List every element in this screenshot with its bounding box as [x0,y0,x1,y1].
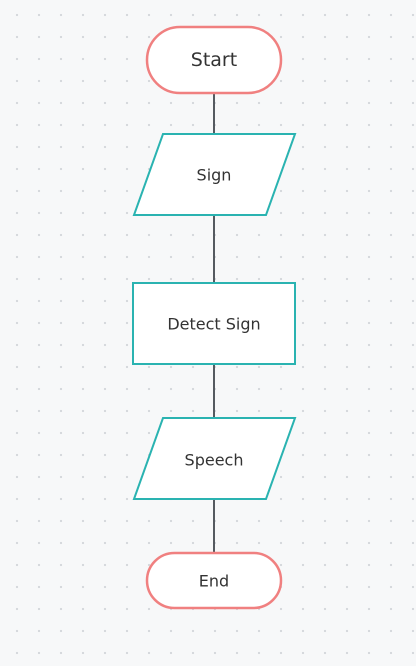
speech-io-shape [132,417,297,500]
end-node[interactable]: End [145,551,283,610]
sign-node[interactable]: Sign [132,133,297,216]
sign-label: Sign [197,166,232,185]
end-label: End [199,572,229,591]
detect-sign-label: Detect Sign [167,315,260,334]
start-terminal-shape [145,25,283,95]
start-node[interactable]: Start [145,25,283,95]
start-label: Start [191,49,237,71]
detect-sign-process-shape [132,282,296,365]
end-terminal-shape [145,551,283,610]
detect-sign-node[interactable]: Detect Sign [132,282,296,365]
sign-io-shape [132,133,297,216]
speech-label: Speech [185,451,244,470]
speech-node[interactable]: Speech [132,417,297,500]
